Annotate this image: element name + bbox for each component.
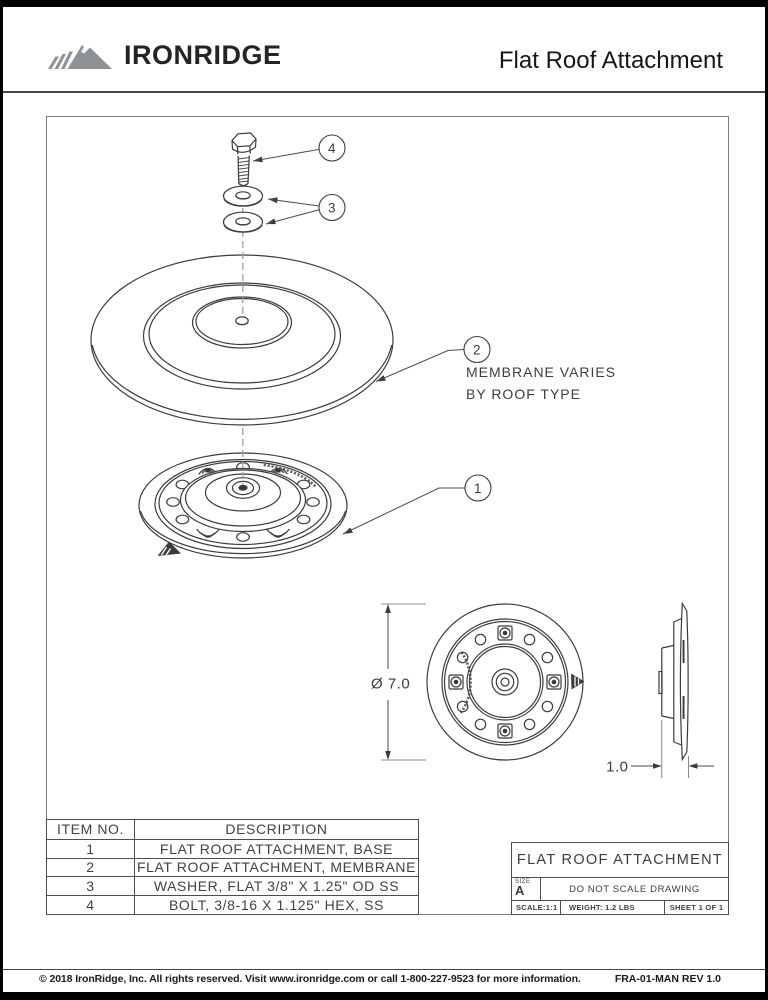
bom-row-description: BOLT, 3/8-16 X 1.125" HEX, SS bbox=[135, 895, 418, 914]
bom-row-item: 1 bbox=[47, 838, 135, 858]
bom-row-description: FLAT ROOF ATTACHMENT, MEMBRANE bbox=[135, 857, 418, 876]
header-divider bbox=[3, 91, 765, 93]
scale-value: SCALE:1:1 bbox=[512, 901, 561, 914]
copyright-text: © 2018 IronRidge, Inc. All rights reserv… bbox=[39, 973, 581, 985]
bom-row-item: 4 bbox=[47, 895, 135, 914]
ironridge-mountain-icon bbox=[48, 44, 112, 69]
document-reference: FRA-01-MAN REV 1.0 bbox=[614, 973, 721, 985]
title-block: FLAT ROOF ATTACHMENT SIZE A DO NOT SCALE… bbox=[511, 842, 729, 915]
weight-value: WEIGHT: 1.2 LBS bbox=[561, 901, 665, 914]
bom-header-item: ITEM NO. bbox=[47, 820, 135, 839]
brand-logo: IRONRIDGE bbox=[48, 40, 282, 71]
footer-divider bbox=[3, 969, 765, 970]
size-cell: SIZE A bbox=[512, 878, 541, 900]
bom-row-item: 2 bbox=[47, 857, 135, 877]
title-block-title: FLAT ROOF ATTACHMENT bbox=[512, 843, 728, 878]
bom-header-description: DESCRIPTION bbox=[225, 821, 328, 838]
page-title: Flat Roof Attachment bbox=[498, 47, 723, 74]
bom-table: ITEM NO. DESCRIPTION 1 FLAT ROOF ATTACHM… bbox=[46, 819, 419, 915]
bom-row-item: 3 bbox=[47, 876, 135, 896]
brand-name: IRONRIDGE bbox=[124, 40, 282, 70]
bom-row-description: FLAT ROOF ATTACHMENT, BASE bbox=[135, 838, 418, 858]
drawing-border bbox=[46, 116, 729, 915]
scale-note: DO NOT SCALE DRAWING bbox=[569, 883, 700, 895]
sheet-value: SHEET 1 OF 1 bbox=[669, 903, 724, 912]
size-value: A bbox=[515, 883, 525, 898]
size-label: SIZE bbox=[515, 879, 531, 885]
bom-row-description: WASHER, FLAT 3/8" X 1.25" OD SS bbox=[135, 876, 418, 895]
